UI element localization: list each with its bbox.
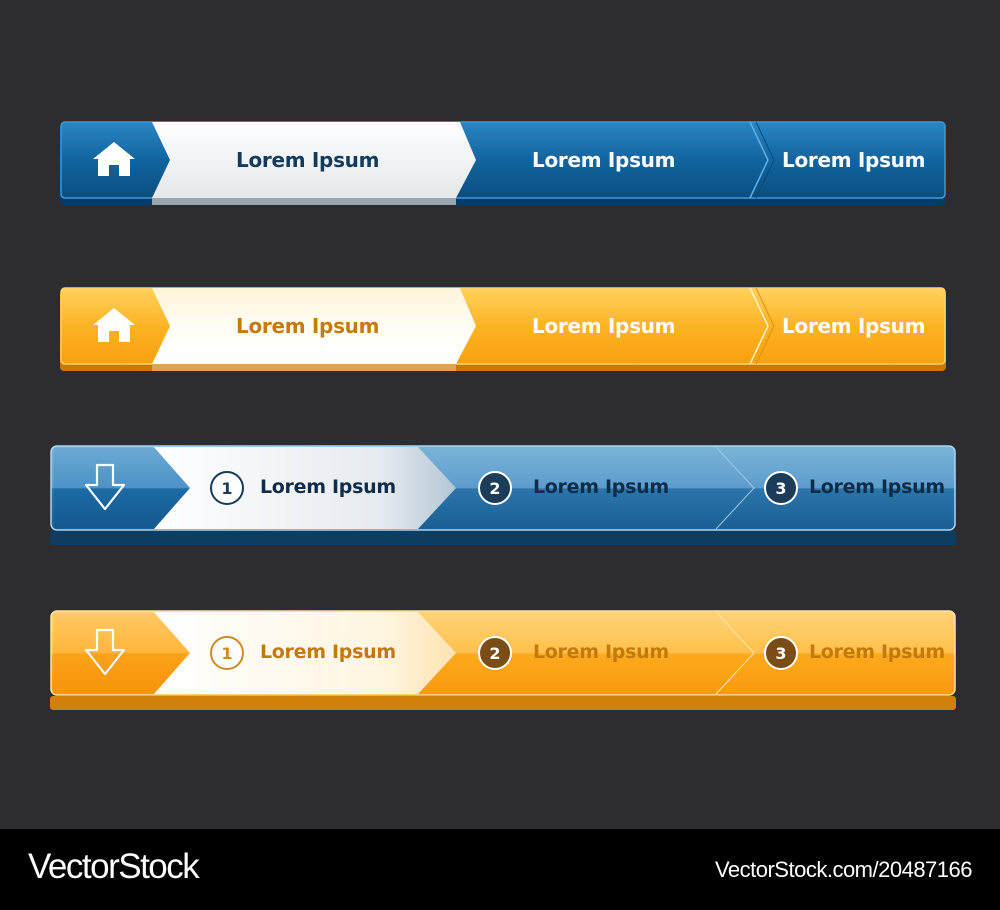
breadcrumb-nav-orange: Lorem Ipsum Lorem Ipsum Lorem Ipsum	[60, 287, 946, 373]
arrow-down-icon	[84, 628, 126, 676]
step-3-label: Lorem Ipsum	[809, 641, 945, 663]
home-button[interactable]	[90, 305, 140, 347]
step-3-number: 3	[764, 636, 798, 670]
step-toggle-button[interactable]	[82, 626, 128, 680]
step-3-label: Lorem Ipsum	[809, 476, 945, 498]
steps-nav-blue: 1 Lorem Ipsum 2 Lorem Ipsum 3 Lorem Ipsu…	[50, 445, 956, 547]
breadcrumb-item-2-label: Lorem Ipsum	[532, 314, 676, 338]
step-3-number: 3	[764, 471, 798, 505]
step-2-number: 2	[478, 636, 512, 670]
breadcrumb-item-3-label: Lorem Ipsum	[782, 314, 926, 338]
step-2-number: 2	[478, 471, 512, 505]
watermark-footer: VectorStock VectorStock.com/20487166	[0, 829, 1000, 910]
step-1-number: 1	[210, 636, 244, 670]
steps-nav-orange: 1 Lorem Ipsum 2 Lorem Ipsum 3 Lorem Ipsu…	[50, 610, 956, 712]
breadcrumb-nav-blue: Lorem Ipsum Lorem Ipsum Lorem Ipsum	[60, 121, 946, 207]
home-icon	[93, 142, 135, 176]
home-button[interactable]	[90, 139, 140, 181]
step-2-label: Lorem Ipsum	[533, 641, 669, 663]
breadcrumb-nav-orange-graphic	[60, 287, 946, 371]
breadcrumb-item-2-label: Lorem Ipsum	[532, 148, 676, 172]
brand-logo: VectorStock	[28, 847, 200, 886]
step-1-label: Lorem Ipsum	[260, 476, 396, 498]
arrow-down-icon	[84, 463, 126, 511]
home-icon	[93, 308, 135, 342]
step-1-number: 1	[210, 471, 244, 505]
breadcrumb-item-1-label: Lorem Ipsum	[236, 314, 380, 338]
breadcrumb-item-1-label: Lorem Ipsum	[236, 148, 380, 172]
step-2-label: Lorem Ipsum	[533, 476, 669, 498]
step-toggle-button[interactable]	[82, 461, 128, 515]
step-1-label: Lorem Ipsum	[260, 641, 396, 663]
breadcrumb-item-3-label: Lorem Ipsum	[782, 148, 926, 172]
breadcrumb-nav-blue-graphic	[60, 121, 946, 205]
steps-nav-blue-graphic	[50, 445, 956, 545]
image-id-text: VectorStock.com/20487166	[714, 857, 973, 882]
